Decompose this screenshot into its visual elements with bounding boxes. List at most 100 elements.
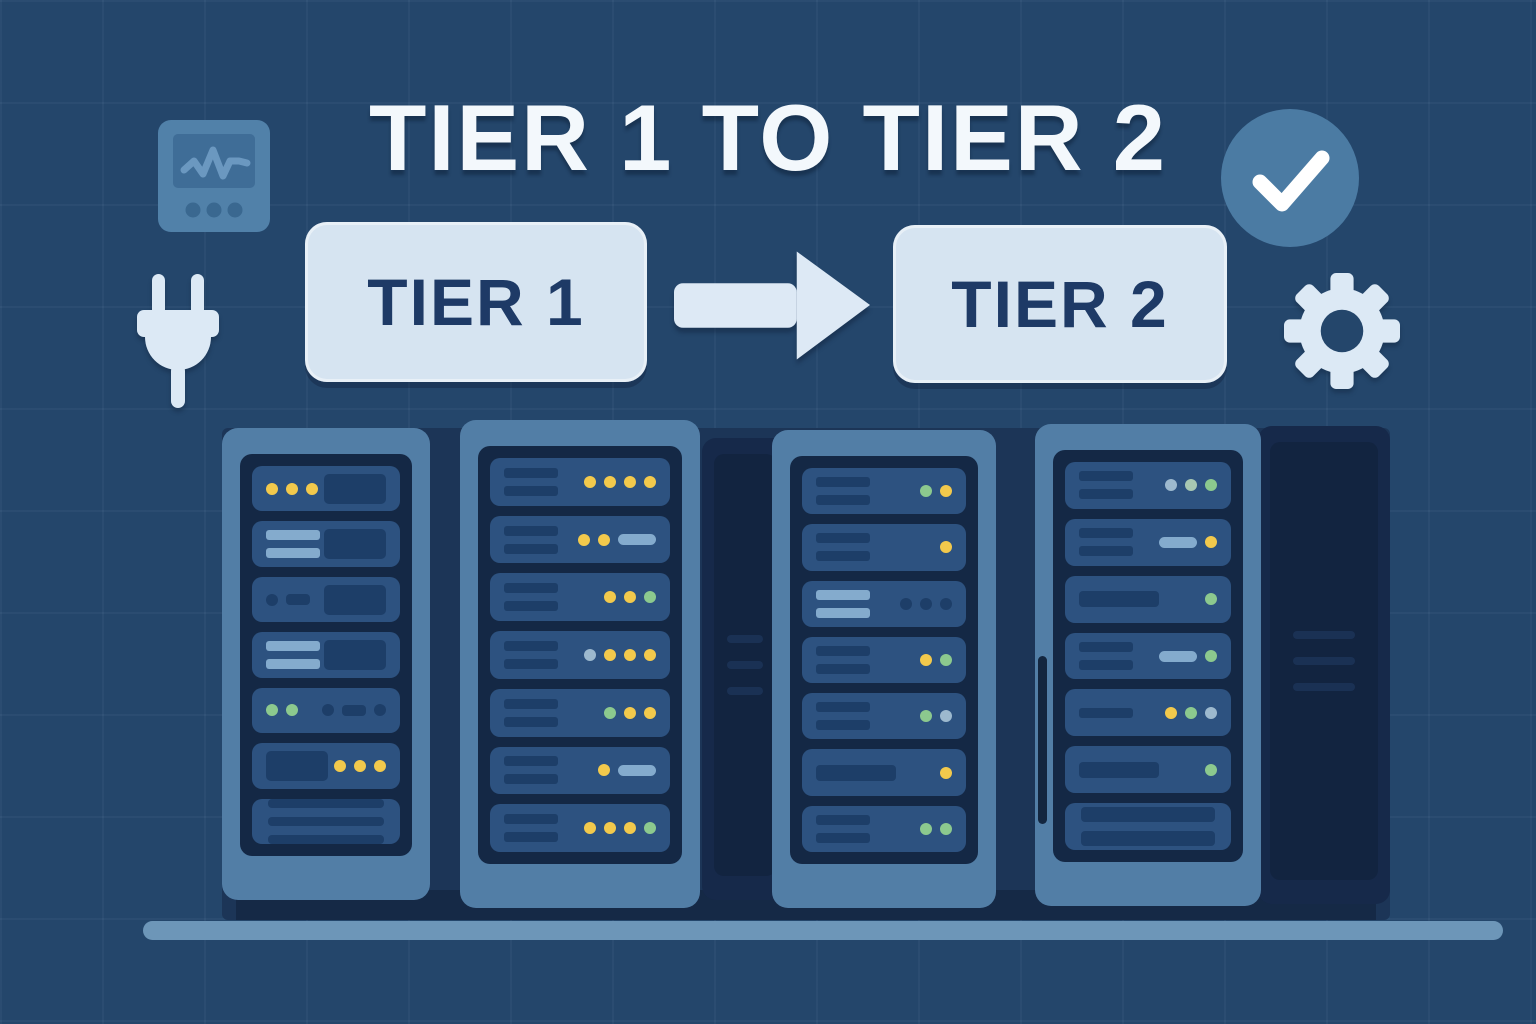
label-bar xyxy=(504,716,558,727)
unit-right-group xyxy=(604,706,656,719)
unit-right-group xyxy=(324,529,386,560)
server-unit xyxy=(252,687,400,734)
status-led-yellow xyxy=(644,475,656,488)
tier1-box: TIER 1 xyxy=(305,222,647,382)
vent-unit xyxy=(1065,803,1231,851)
unit-right-group xyxy=(1165,479,1217,492)
status-led-green xyxy=(940,822,952,835)
server-unit xyxy=(490,515,670,564)
drive-slot xyxy=(324,529,386,560)
status-led-dark xyxy=(322,704,334,717)
vent-slit xyxy=(1292,657,1356,665)
port-dash xyxy=(342,704,366,716)
unit-right-group xyxy=(322,704,386,717)
cabinet-door xyxy=(1270,442,1378,880)
label-bar xyxy=(266,658,320,669)
server-unit xyxy=(490,804,670,853)
unit-left-group xyxy=(816,814,870,843)
unit-left-group xyxy=(816,589,870,618)
server-rack xyxy=(772,430,996,908)
server-unit xyxy=(802,749,966,796)
door-handle xyxy=(1038,656,1047,824)
unit-left-group xyxy=(1079,707,1133,718)
vent-line xyxy=(1081,807,1215,823)
status-led-yellow xyxy=(1205,536,1217,549)
unit-left-group xyxy=(816,645,870,674)
status-led-yellow xyxy=(354,759,366,772)
unit-right-group xyxy=(324,639,386,670)
status-led-dark xyxy=(266,593,278,606)
status-led-yellow xyxy=(604,822,616,835)
rack-panel xyxy=(790,456,978,864)
tier2-box: TIER 2 xyxy=(893,225,1227,383)
status-pill xyxy=(1159,536,1197,548)
cabinet-door xyxy=(714,454,776,876)
status-led-yellow xyxy=(624,475,636,488)
server-unit xyxy=(1065,518,1231,566)
status-led-dark xyxy=(940,597,952,610)
unit-left-group xyxy=(1079,528,1133,557)
label-bar xyxy=(504,641,558,652)
server-unit xyxy=(802,580,966,627)
vent-unit xyxy=(252,798,400,844)
status-led-sage xyxy=(1185,479,1197,492)
status-led-yellow xyxy=(604,649,616,662)
server-unit xyxy=(1065,689,1231,737)
label-bar xyxy=(816,663,870,674)
drive-slot xyxy=(1079,761,1159,778)
server-unit xyxy=(490,746,670,795)
gear-icon xyxy=(1284,273,1400,389)
unit-left-group xyxy=(504,525,558,554)
status-led-yellow xyxy=(266,482,278,495)
server-unit xyxy=(802,636,966,684)
status-led-yellow xyxy=(1165,706,1177,719)
unit-right-group xyxy=(598,764,656,777)
unit-left-group xyxy=(816,477,870,506)
floor-line xyxy=(143,921,1503,940)
label-bar xyxy=(1079,642,1133,652)
server-rack xyxy=(460,420,700,908)
unit-right-group xyxy=(900,597,952,610)
server-unit xyxy=(490,458,670,506)
label-bar xyxy=(816,720,870,731)
server-unit xyxy=(1065,462,1231,509)
status-led-yellow xyxy=(940,541,952,554)
label-bar xyxy=(816,832,870,843)
status-pill xyxy=(618,764,656,776)
label-bar xyxy=(1079,528,1133,539)
label-bar xyxy=(504,814,558,825)
status-led-green xyxy=(920,710,932,723)
port-dash xyxy=(286,594,310,606)
label-bar xyxy=(1079,660,1133,670)
status-led-yellow xyxy=(334,759,346,772)
server-rack xyxy=(222,428,430,900)
server-unit xyxy=(1065,632,1231,680)
vent-slit xyxy=(727,661,763,669)
status-led-yellow xyxy=(940,485,952,498)
server-unit xyxy=(490,688,670,737)
vent-slit xyxy=(727,687,763,695)
label-bar xyxy=(504,601,558,612)
unit-right-group xyxy=(584,649,656,662)
status-led-yellow xyxy=(604,475,616,488)
status-led-green xyxy=(920,485,932,498)
label-bar xyxy=(504,467,558,478)
vent-line xyxy=(268,816,384,826)
unit-right-group xyxy=(1205,593,1217,606)
status-led-yellow xyxy=(624,591,636,604)
unit-right-group xyxy=(334,759,386,772)
unit-left-group xyxy=(1079,642,1133,670)
unit-right-group xyxy=(1205,763,1217,776)
label-bar xyxy=(816,477,870,488)
server-unit xyxy=(252,466,400,512)
unit-left-group xyxy=(266,640,320,669)
server-rack xyxy=(1035,424,1261,906)
server-unit xyxy=(252,743,400,789)
unit-left-group xyxy=(504,756,558,785)
label-bar xyxy=(816,645,870,656)
label-bar xyxy=(1079,489,1133,500)
status-led-yellow xyxy=(624,649,636,662)
status-led-yellow xyxy=(604,591,616,604)
status-led-yellow xyxy=(644,649,656,662)
